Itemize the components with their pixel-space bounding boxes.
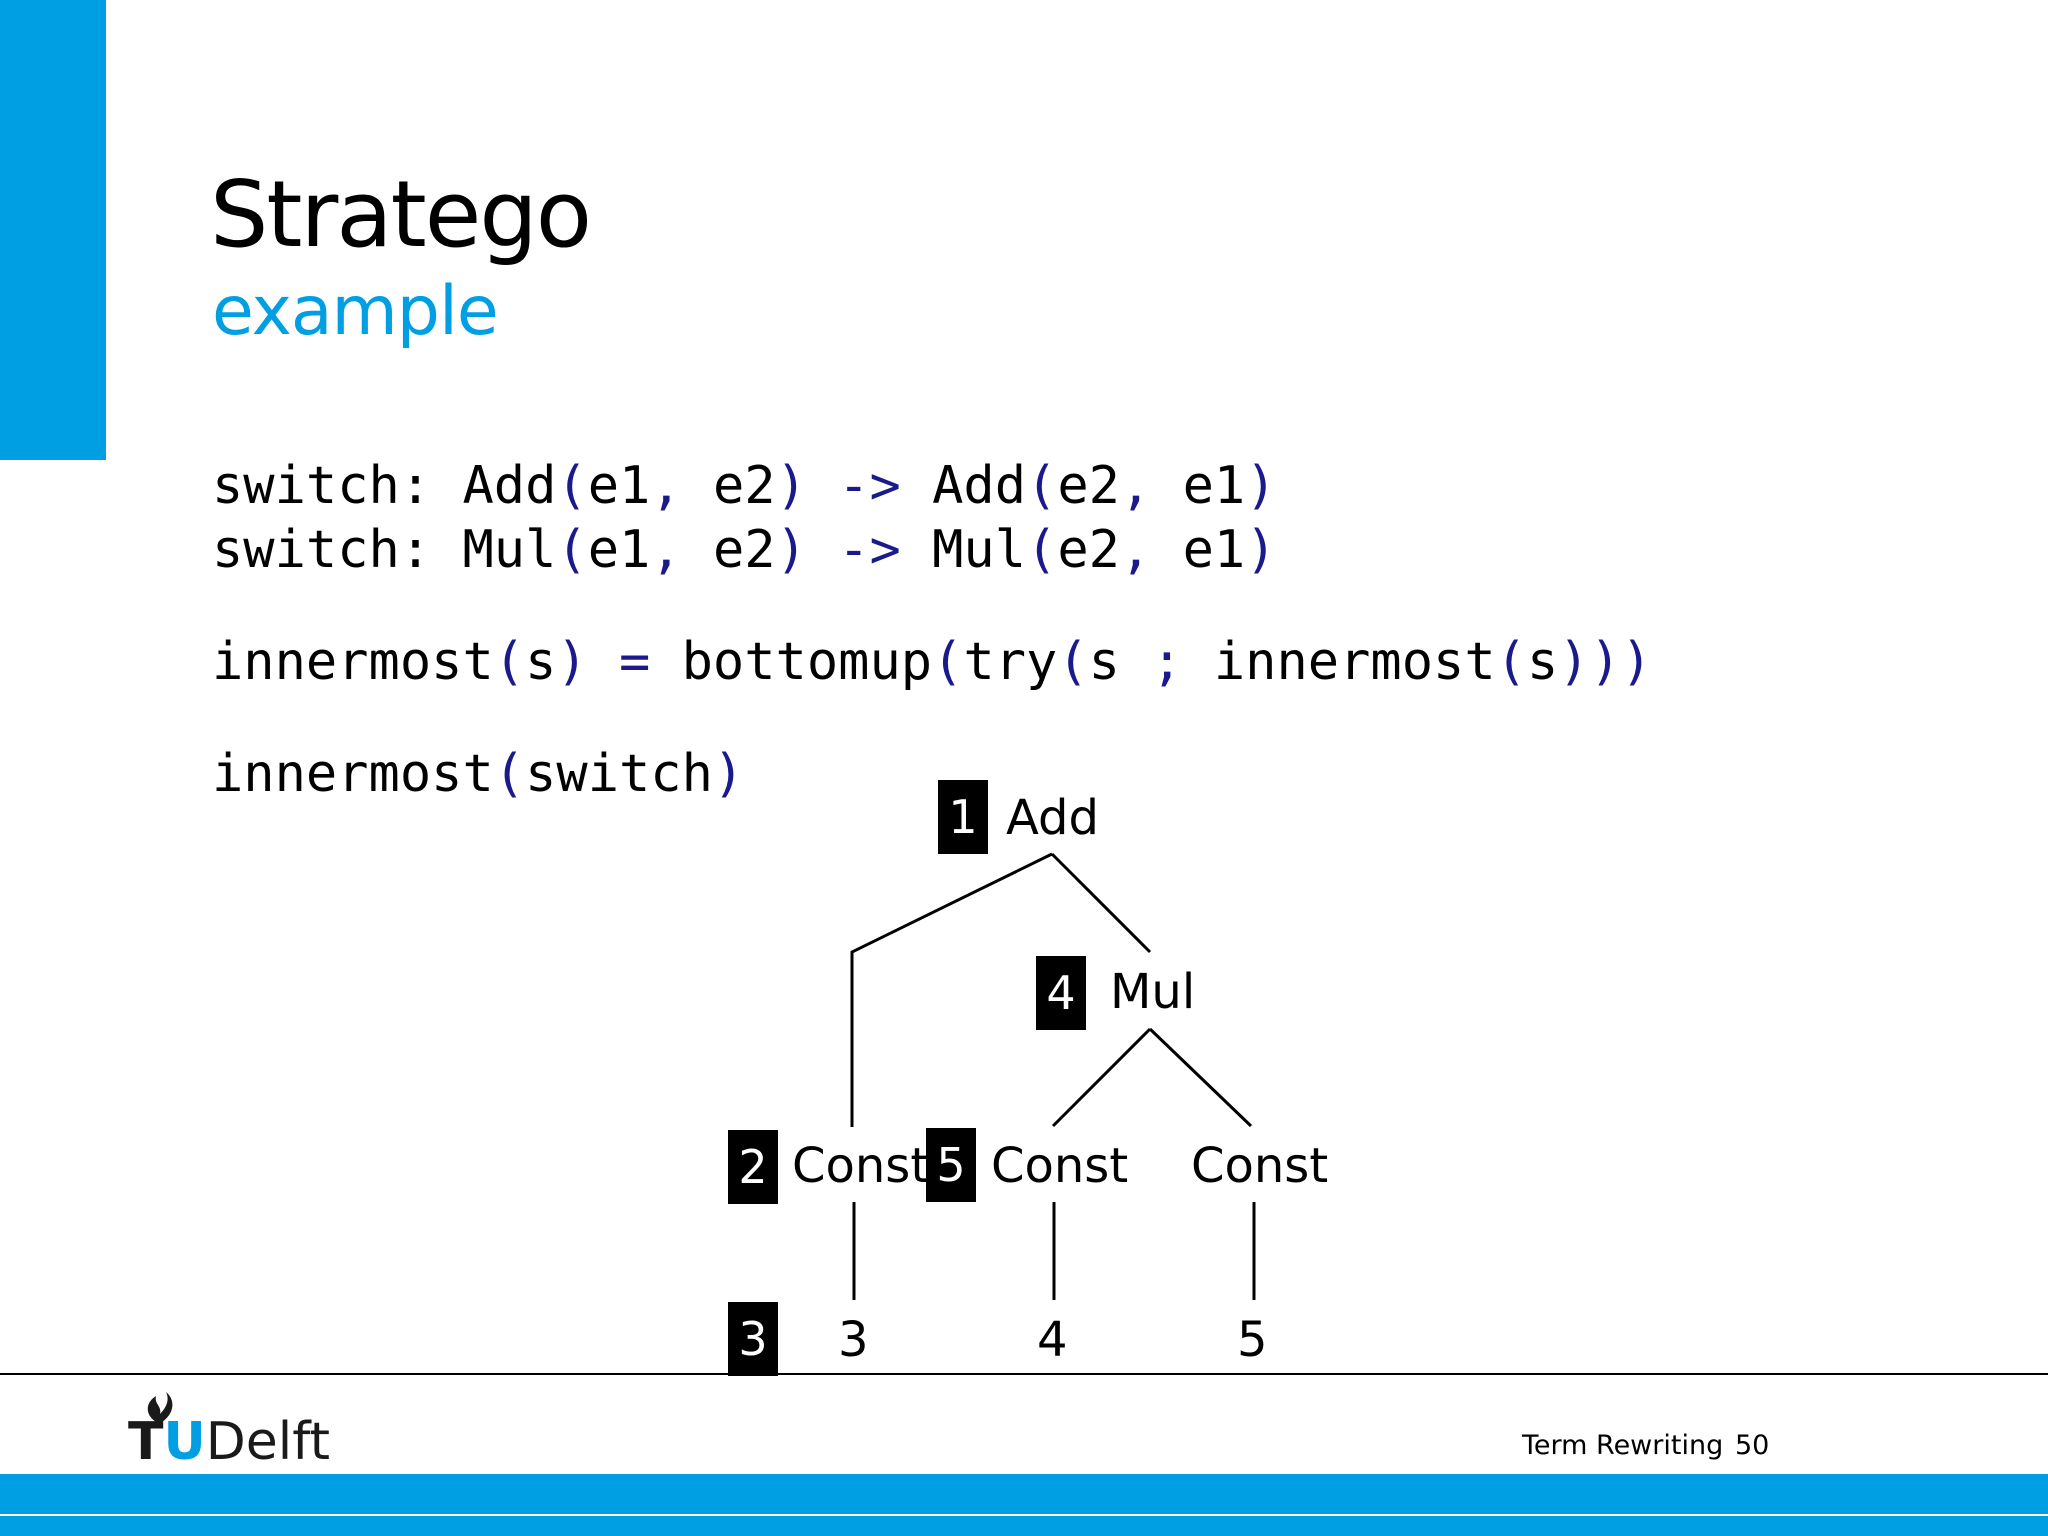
leaf-4: 4	[1037, 1312, 1068, 1368]
code-line-4: innermost(switch)	[212, 744, 745, 804]
edge-mul-const-mid	[1051, 1027, 1152, 1128]
slide-subtitle: example	[212, 272, 499, 351]
step-badge-5: 5	[926, 1128, 976, 1202]
step-badge-1: 1	[938, 780, 988, 854]
slide-title: Stratego	[210, 161, 592, 268]
code-line-1: switch: Add(e1, e2) -> Add(e2, e1)	[212, 456, 1277, 516]
edge-add-const-left	[850, 852, 1053, 1127]
side-accent-bar	[0, 0, 106, 460]
step-badge-4: 4	[1036, 956, 1086, 1030]
step-badge-3: 3	[728, 1302, 778, 1376]
step-badge-2: 2	[728, 1130, 778, 1204]
node-const-left: Const	[792, 1138, 930, 1194]
node-add: Add	[1006, 790, 1099, 846]
edge-add-mul	[1050, 852, 1152, 954]
leaf-3: 3	[838, 1312, 869, 1368]
term-tree-edges	[850, 852, 1256, 1300]
page-number: 50	[1735, 1430, 1770, 1461]
bottom-bar-stripe	[0, 1514, 2048, 1516]
footer-divider	[0, 1373, 2048, 1375]
footer-course-label: Term Rewriting	[1522, 1430, 1724, 1461]
tu-delft-logo: TUDelft	[128, 1412, 330, 1472]
bottom-accent-bar	[0, 1474, 2048, 1536]
code-line-2: switch: Mul(e1, e2) -> Mul(e2, e1)	[212, 520, 1277, 580]
flame-icon	[147, 1392, 173, 1422]
edge-mul-const-right	[1148, 1027, 1253, 1128]
leaf-5: 5	[1237, 1312, 1268, 1368]
code-line-3: innermost(s) = bottomup(try(s ; innermos…	[212, 632, 1653, 692]
node-mul: Mul	[1110, 964, 1196, 1020]
node-const-mid: Const	[991, 1138, 1129, 1194]
node-const-right: Const	[1191, 1138, 1329, 1194]
